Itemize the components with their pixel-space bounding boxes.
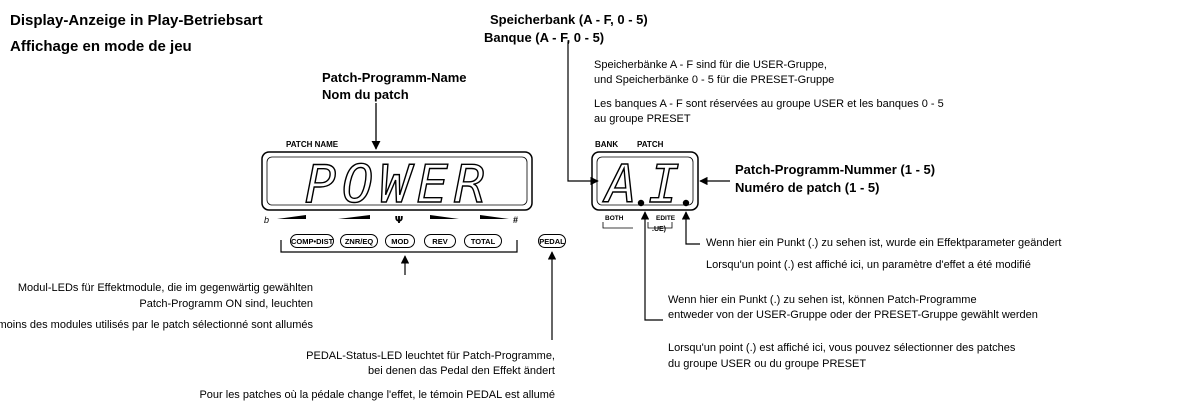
- arrow-group-dot: [640, 211, 663, 321]
- sharp-arrow-2: [480, 215, 509, 219]
- patch-name-title-de: Patch-Programm-Name: [322, 70, 467, 85]
- sharp-arrow-1: [430, 215, 459, 219]
- patch-number-title-de: Patch-Programm-Nummer (1 - 5): [735, 162, 936, 177]
- arrow-bank: [567, 42, 599, 186]
- group-dot-note-fr-2: du groupe USER ou du groupe PRESET: [668, 358, 867, 370]
- module-led-note-fr: Les temoins des modules utilisés par le …: [0, 319, 313, 331]
- module-led-znr-eq: ZNR/EQ: [340, 234, 378, 248]
- module-led-comp-dist: COMP•DIST: [290, 234, 334, 248]
- bank-display-label: BANK: [595, 140, 619, 149]
- bank-note-fr-2: au groupe PRESET: [594, 113, 691, 125]
- module-led-total: TOTAL: [464, 234, 502, 248]
- bank-title-fr: Banque (A - F, 0 - 5): [484, 30, 605, 45]
- bank-note-de-1: Speicherbänke A - F sind für die USER-Gr…: [594, 59, 827, 71]
- group-dot: [637, 199, 645, 207]
- pedal-note-de-2: bei denen das Pedal den Effekt ändert: [368, 365, 555, 377]
- module-bracket: [280, 240, 518, 253]
- edited-label: EDITE: [656, 215, 676, 222]
- pedal-note-fr: Pour les patches où la pédale change l'e…: [199, 389, 555, 401]
- edit-dot-note-de: Wenn hier ein Punkt (.) zu sehen ist, wu…: [706, 237, 1062, 249]
- edit-dot: [682, 199, 690, 207]
- flat-arrow-2: [338, 215, 370, 219]
- bank-title-de: Speicherbank (A - F, 0 - 5): [490, 12, 648, 27]
- flat-arrow-1: [277, 215, 306, 219]
- pedal-note-de-1: PEDAL-Status-LED leuchtet für Patch-Prog…: [306, 350, 555, 362]
- flat-symbol: b: [264, 215, 269, 225]
- patch-name-display: [261, 151, 533, 211]
- patch-name-lcd-text: POWER: [305, 155, 492, 215]
- patch-name-title-fr: Nom du patch: [322, 87, 409, 102]
- group-dot-note-fr-1: Lorsqu'un point (.) est affiché ici, vou…: [668, 342, 1016, 354]
- module-led-rev: REV: [424, 234, 456, 248]
- module-led-note-de-1: Modul-LEDs für Effektmodule, die im gege…: [17, 282, 313, 294]
- group-dot-note-de-2: entweder von der USER-Gruppe oder der PR…: [668, 309, 1038, 321]
- bank-lcd-char: A: [602, 155, 636, 215]
- module-led-note-de-2: Patch-Programm ON sind, leuchten: [139, 298, 313, 310]
- group-dot-note-de-1: Wenn hier ein Punkt (.) zu sehen ist, kö…: [668, 294, 977, 306]
- edit-dot-note-fr: Lorsqu'un point (.) est affiché ici, un …: [706, 259, 1031, 271]
- patch-display-label: PATCH: [637, 140, 664, 149]
- bank-note-fr-1: Les banques A - F sont réservées au grou…: [594, 98, 944, 110]
- patch-number-title-fr: Numéro de patch (1 - 5): [735, 180, 880, 195]
- heading-fr: Affichage en mode de jeu: [10, 38, 192, 55]
- patch-name-display-label: PATCH NAME: [286, 140, 339, 149]
- both-label: BOTH: [605, 215, 624, 222]
- tuner-symbol: Ψ: [395, 215, 404, 226]
- sharp-symbol: #: [513, 215, 518, 225]
- pedal-led: PEDAL: [538, 234, 566, 248]
- arrow-edit-dot: [681, 211, 700, 245]
- module-led-mod: MOD: [385, 234, 415, 248]
- heading-de: Display-Anzeige in Play-Betriebsart: [10, 12, 263, 29]
- patch-lcd-char: I: [648, 155, 679, 215]
- bank-note-de-2: und Speicherbänke 0 - 5 für die PRESET-G…: [594, 74, 835, 86]
- ue-label: .UE): [652, 226, 666, 233]
